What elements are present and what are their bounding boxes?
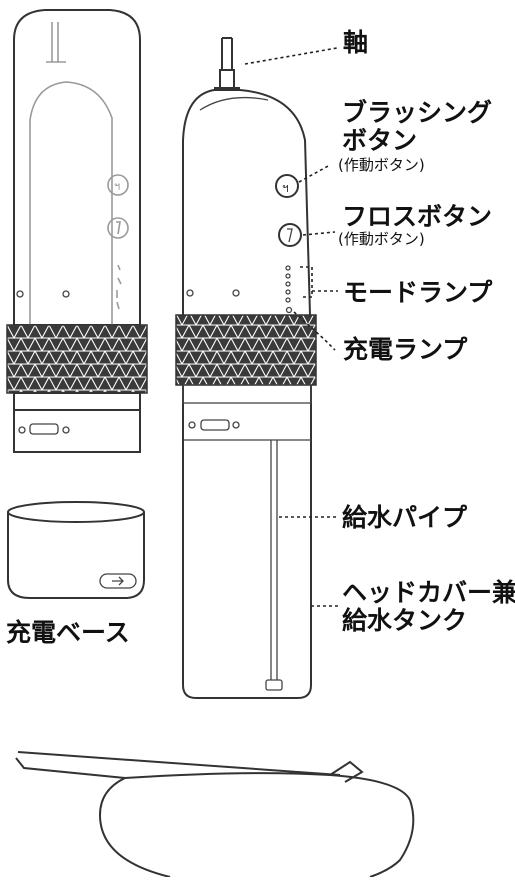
head-cover-label-line1: ヘッドカバー兼 bbox=[342, 578, 515, 607]
device-body: ฯ bbox=[175, 37, 317, 699]
charging-base-drawing bbox=[7, 501, 145, 599]
svg-text:ฯ: ฯ bbox=[282, 181, 289, 195]
floss-button-label: フロスボタン bbox=[342, 202, 493, 231]
charging-base-label: 充電ベース bbox=[6, 618, 130, 647]
travel-case bbox=[15, 751, 415, 878]
assembled-device: ฯ bbox=[6, 9, 148, 453]
brushing-button-note: (作動ボタン) bbox=[338, 156, 425, 174]
brushing-button-label-line1: ブラッシング bbox=[342, 98, 493, 127]
shaft-label: 軸 bbox=[343, 28, 369, 57]
floss-button-note: (作動ボタン) bbox=[338, 230, 425, 248]
leader-lines bbox=[244, 47, 338, 607]
brushing-button-label-line2: ボタン bbox=[342, 126, 418, 155]
mode-lamp-label: モードランプ bbox=[343, 278, 493, 307]
charge-lamp-label: 充電ランプ bbox=[343, 335, 468, 364]
head-cover-label-line2: 給水タンク bbox=[342, 606, 468, 635]
svg-text:ฯ: ฯ bbox=[114, 180, 120, 193]
water-pipe-label: 給水パイプ bbox=[342, 503, 468, 532]
